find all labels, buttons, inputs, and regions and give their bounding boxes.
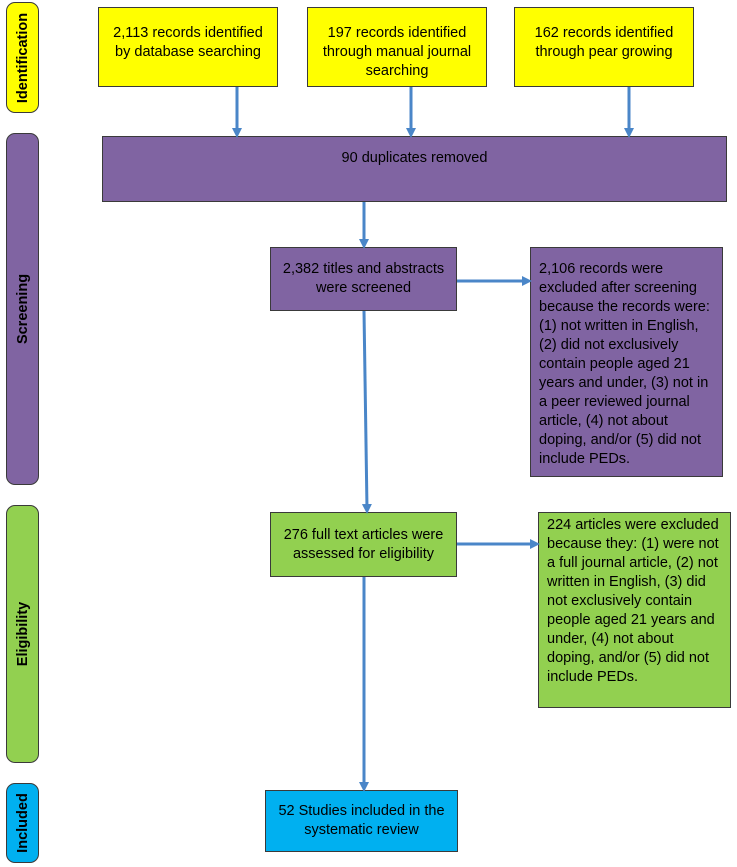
- box-manual-search-text: 197 records identified through manual jo…: [322, 25, 472, 79]
- stage-screening: Screening: [6, 133, 39, 485]
- stage-identification: Identification: [6, 2, 39, 113]
- stage-included: Included: [6, 783, 39, 863]
- box-pear-growing: 162 records identified through pear grow…: [514, 7, 694, 87]
- box-fulltext-text: 276 full text articles were assessed for…: [283, 526, 444, 562]
- box-included-text: 52 Studies included in the systematic re…: [278, 803, 445, 838]
- box-excluded-eligibility: 224 articles were excluded because they:…: [538, 512, 731, 708]
- box-fulltext: 276 full text articles were assessed for…: [270, 512, 457, 577]
- box-excluded-screening-text: 2,106 records were excluded after screen…: [539, 261, 710, 467]
- box-pear-growing-text: 162 records identified through pear grow…: [534, 25, 674, 60]
- box-screened: 2,382 titles and abstracts were screened: [270, 247, 457, 311]
- box-excluded-eligibility-text: 224 articles were excluded because they:…: [547, 517, 719, 685]
- box-screened-text: 2,382 titles and abstracts were screened: [282, 261, 445, 296]
- box-manual-search: 197 records identified through manual jo…: [307, 7, 487, 87]
- box-duplicates: 90 duplicates removed: [102, 136, 727, 202]
- box-database-search: 2,113 records identified by database sea…: [98, 7, 278, 87]
- arrow-screened-to-fulltext: [361, 310, 372, 514]
- stage-eligibility: Eligibility: [6, 505, 39, 763]
- box-database-search-text: 2,113 records identified by database sea…: [113, 25, 263, 60]
- box-duplicates-text: 90 duplicates removed: [341, 150, 488, 166]
- box-excluded-screening: 2,106 records were excluded after screen…: [530, 247, 723, 477]
- box-included: 52 Studies included in the systematic re…: [265, 790, 458, 852]
